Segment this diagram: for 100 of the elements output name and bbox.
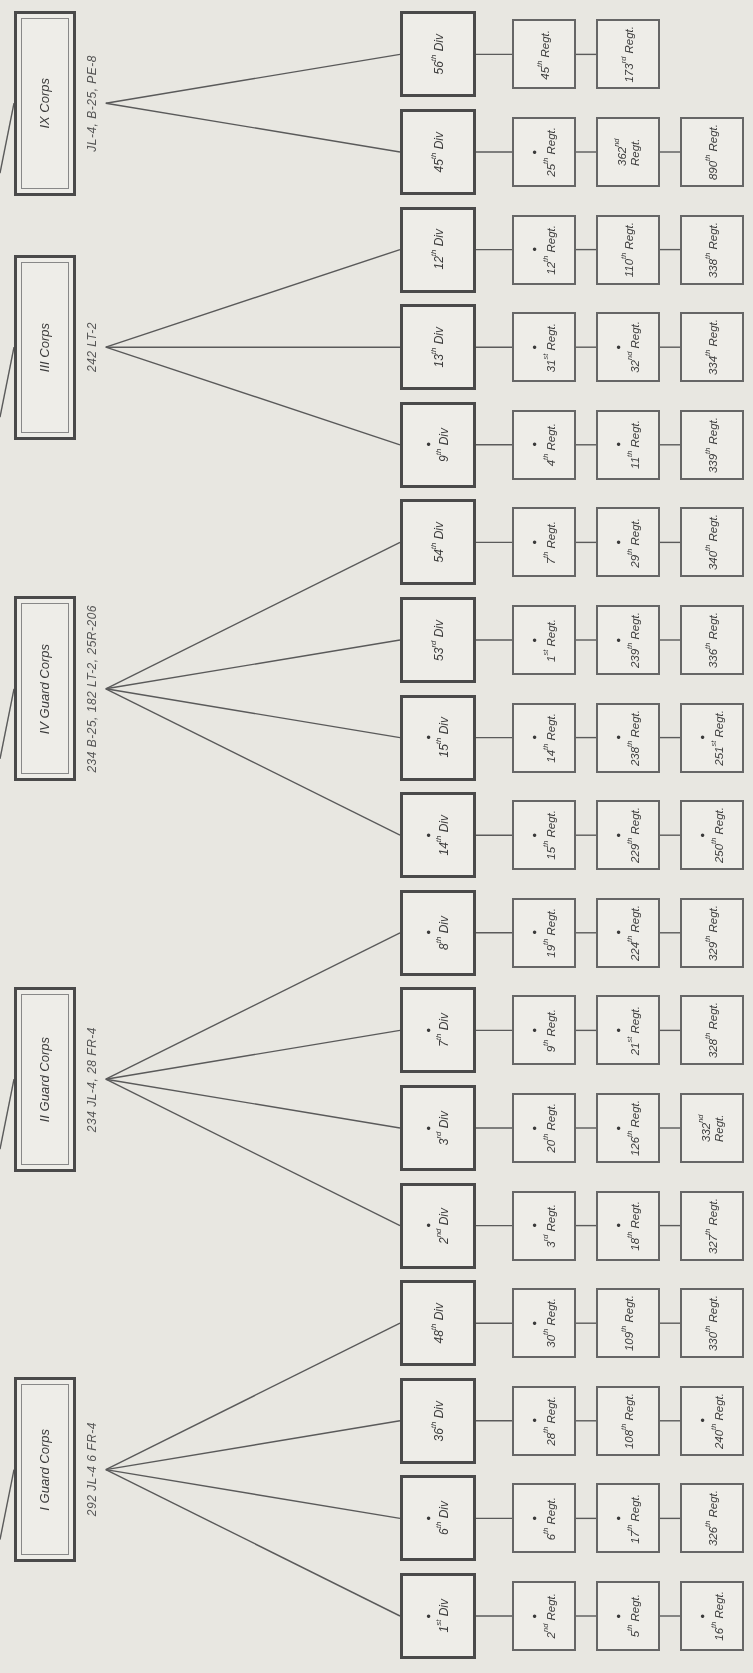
division-box (400, 499, 476, 586)
marker-dot: ● (530, 635, 540, 645)
connector-line (105, 688, 401, 739)
marker-dot: ● (698, 1416, 708, 1426)
corps-name: I Guard Corps (37, 1428, 53, 1511)
marker-dot: ● (614, 537, 624, 547)
marker-dot: ● (530, 733, 540, 743)
regiment-box (596, 312, 660, 383)
regiment-box (596, 800, 660, 871)
connector-line (575, 932, 597, 934)
marker-dot: ● (614, 1221, 624, 1231)
connector-line (105, 1322, 401, 1471)
connector-line (575, 834, 597, 836)
connector-line (659, 248, 681, 251)
connector-line (575, 1224, 597, 1227)
division-box (400, 11, 476, 98)
regiment-box (680, 409, 744, 480)
regiment-name: 362$^{nd}$ Regt. (613, 137, 643, 168)
connector-line (105, 248, 401, 348)
connector-line (105, 1468, 401, 1520)
regiment-box (596, 117, 660, 187)
regiment-box (680, 214, 744, 285)
connector-line (475, 541, 513, 544)
marker-dot: ● (698, 1611, 708, 1621)
regiment-box (512, 19, 576, 90)
regiment-box (512, 605, 576, 675)
connector-line (575, 1517, 597, 1520)
regiment-box (596, 1483, 660, 1554)
regiment-box (680, 605, 744, 675)
connector-line (659, 1029, 681, 1032)
connector-line (575, 53, 597, 56)
division-box (400, 1475, 476, 1562)
connector-line (475, 1615, 513, 1617)
annotation-text: 234 B-25, 182 LT-2, 25R-206 (86, 605, 100, 773)
connector-line (475, 1224, 513, 1227)
connector-line (575, 248, 597, 251)
connector-line (575, 541, 597, 544)
marker-dot: ● (424, 830, 434, 840)
connector-line (575, 1127, 597, 1129)
regiment-box (596, 1093, 660, 1163)
marker-dot: ● (530, 1025, 540, 1035)
regiment-box (512, 214, 576, 285)
connector-line (105, 1078, 401, 1129)
regiment-box (512, 1288, 576, 1359)
connector-line (575, 1029, 597, 1032)
regiment-box (512, 117, 576, 187)
regiment-box (680, 507, 744, 578)
connector-line (659, 1224, 681, 1227)
marker-dot: ● (614, 342, 624, 352)
division-box (400, 401, 476, 488)
division-box (400, 987, 476, 1074)
regiment-box (680, 702, 744, 773)
marker-dot: ● (614, 635, 624, 645)
regiment-box (512, 1190, 576, 1261)
connector-line (475, 1517, 513, 1520)
marker-dot: ● (530, 1513, 540, 1523)
connector-line (659, 541, 681, 544)
regiment-box (512, 312, 576, 383)
connector-line (105, 1468, 401, 1617)
regiment-box (680, 1288, 744, 1359)
regiment-box (512, 1581, 576, 1651)
regiment-box (680, 897, 744, 968)
marker-dot: ● (698, 830, 708, 840)
marker-dot: ● (530, 1416, 540, 1426)
marker-dot: ● (614, 440, 624, 450)
connector-line (475, 248, 513, 251)
connector-line (105, 53, 401, 104)
marker-dot: ● (698, 733, 708, 743)
regiment-box (680, 117, 744, 187)
connector-line (475, 1029, 513, 1032)
marker-dot: ● (424, 928, 434, 938)
regiment-box (596, 605, 660, 675)
marker-dot: ● (530, 1318, 540, 1328)
annotation-text: 242 LT-2 (86, 322, 100, 373)
connector-line (475, 736, 513, 739)
regiment-box (512, 507, 576, 578)
marker-dot: ● (530, 830, 540, 840)
connector-line (659, 151, 681, 153)
division-box (400, 889, 476, 976)
connector-line (475, 444, 513, 446)
connector-line (659, 1322, 681, 1324)
connector-line (0, 346, 15, 418)
marker-dot: ● (530, 1123, 540, 1133)
marker-dot: ● (530, 928, 540, 938)
annotation-text: 234 JL-4, 28 FR-4 (86, 1026, 100, 1132)
marker-dot: ● (530, 1611, 540, 1621)
connector-line (0, 688, 15, 760)
connector-line (475, 1420, 513, 1422)
marker-dot: ● (530, 147, 540, 157)
regiment-box (512, 1385, 576, 1456)
regiment-box (512, 1093, 576, 1163)
division-box (400, 694, 476, 781)
connector-line (475, 932, 513, 934)
regiment-box (512, 897, 576, 968)
division-box (400, 206, 476, 293)
regiment-box (596, 1581, 660, 1651)
connector-line (659, 444, 681, 446)
division-box (400, 1182, 476, 1269)
marker-dot: ● (530, 245, 540, 255)
connector-line (105, 346, 401, 446)
